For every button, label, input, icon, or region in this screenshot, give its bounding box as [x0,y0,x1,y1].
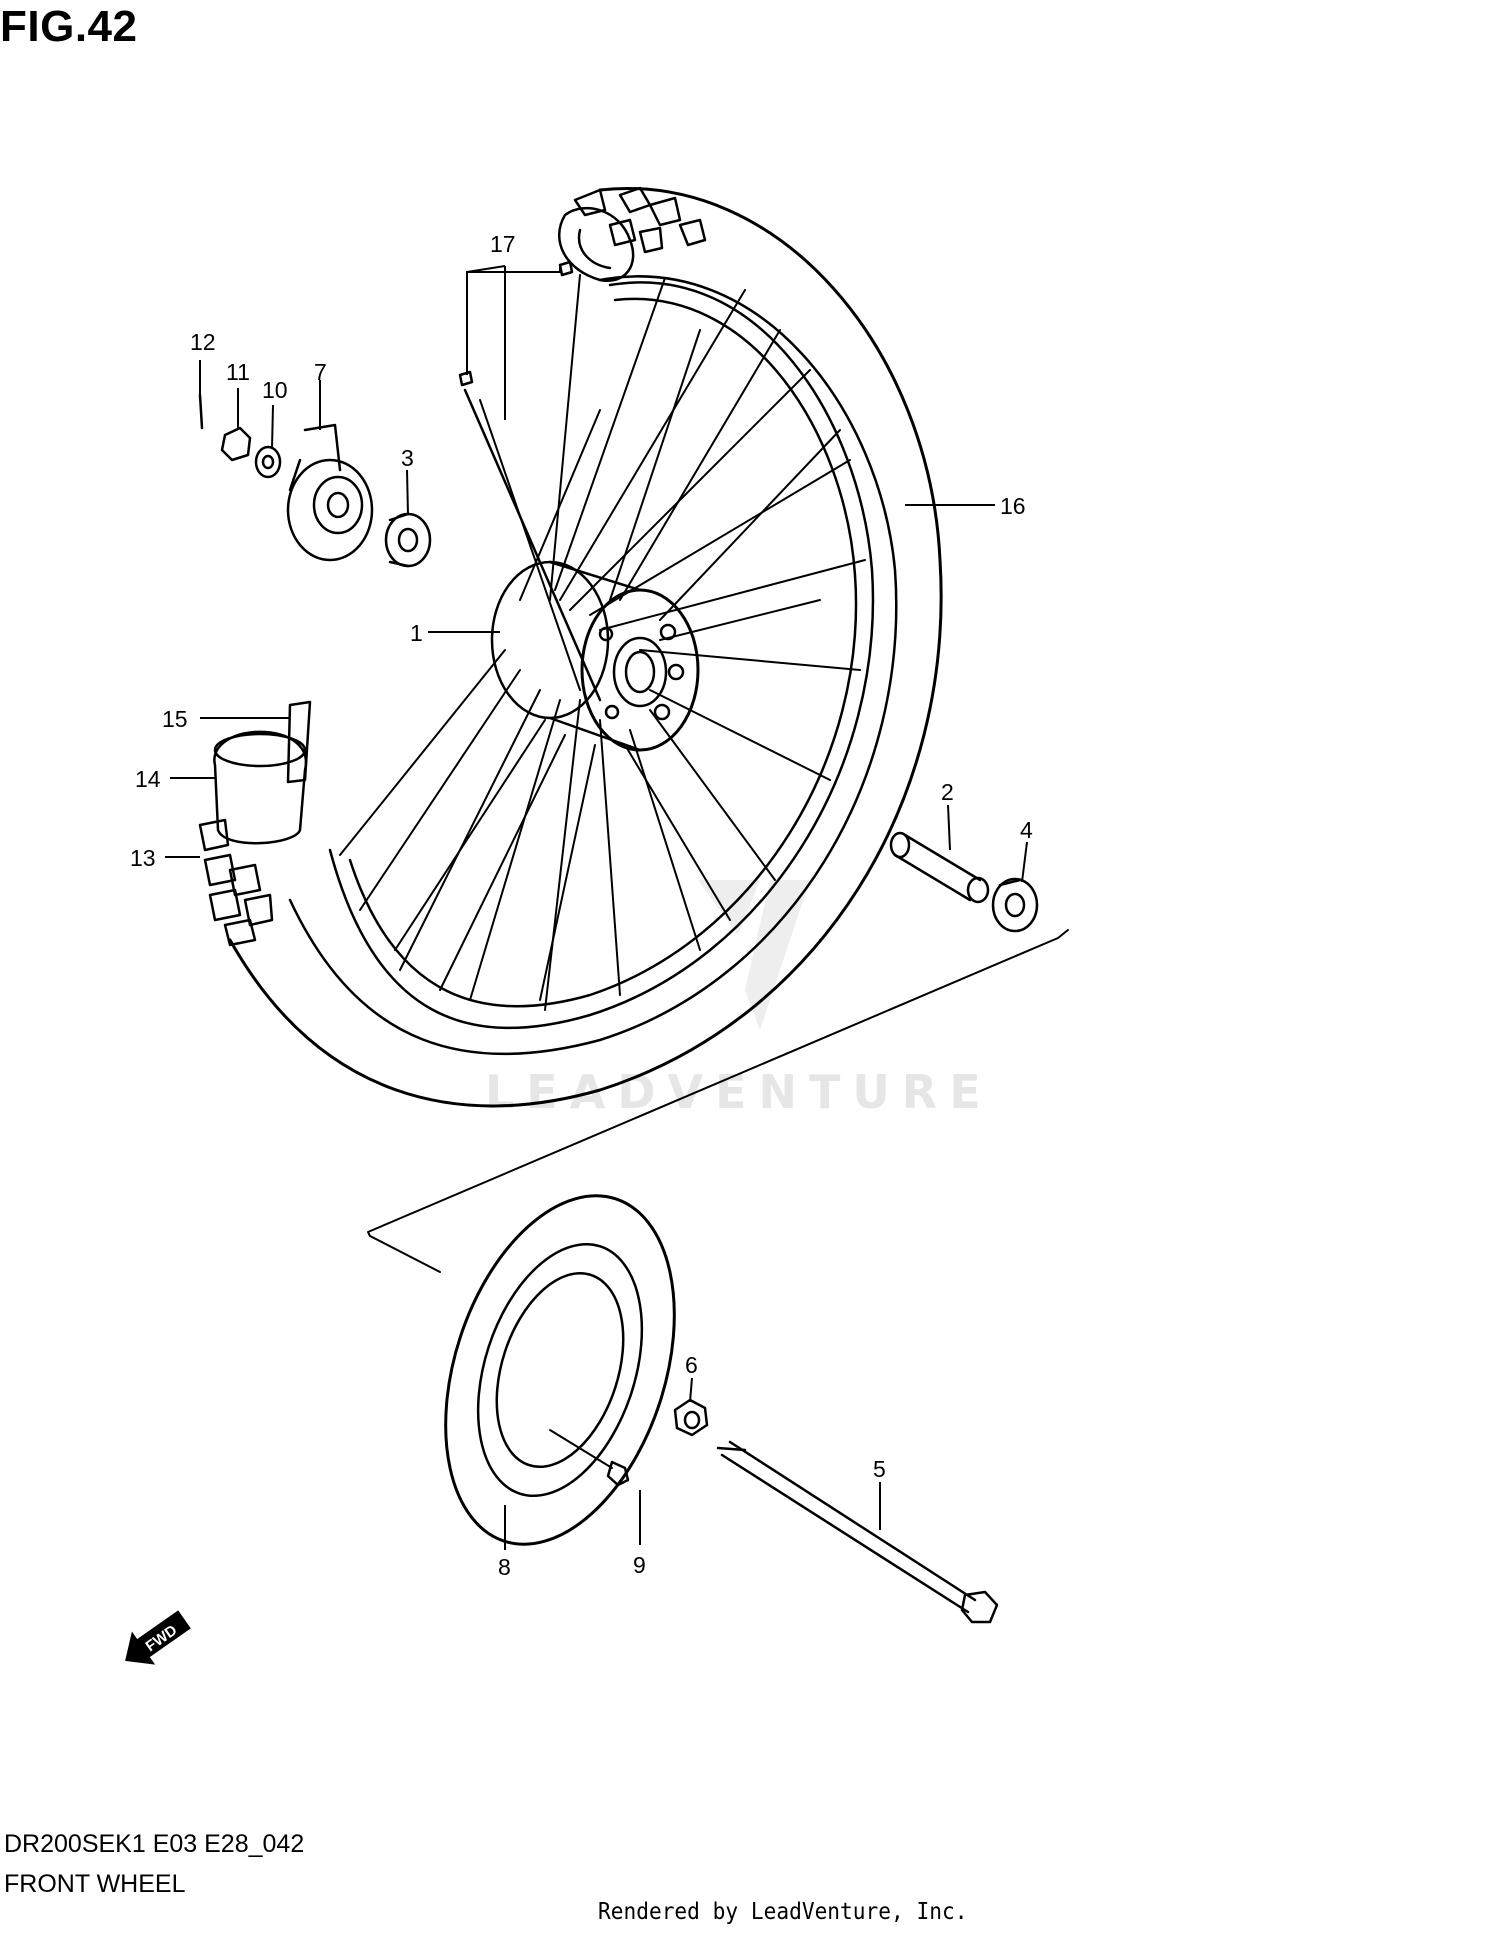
model-code: DR200SEK1 E03 E28_042 [4,1830,305,1858]
section-name: FRONT WHEEL [4,1870,186,1898]
axle [716,1440,999,1624]
tire-outline-inner [288,275,898,1056]
axle-nut [673,1398,709,1437]
leader-2 [947,804,951,851]
speedometer-gearbox [286,423,374,562]
render-credit: Rendered by LeadVenture, Inc. [598,1899,968,1925]
cotter-pin [198,393,204,430]
rim-outline-inner [348,297,858,1008]
tread-blocks-left [198,818,274,947]
callout-6: 6 [685,1352,698,1378]
brake-disc [444,1194,676,1546]
callout-9: 9 [633,1552,646,1578]
spacer [889,831,990,904]
callout-2: 2 [941,779,954,805]
callout-8: 8 [498,1554,511,1580]
spokes [339,274,866,1011]
tube-cutaway [213,730,308,845]
bearing-right [991,877,1039,933]
callout-16: 16 [1000,493,1026,519]
callout-5: 5 [873,1456,886,1482]
watermark-text: LEADVENTURE [485,1065,993,1119]
disc-bolt [606,1460,630,1487]
callout-10: 10 [262,377,288,403]
rim-outline [328,281,875,1030]
callout-13: 13 [130,845,156,871]
leader-3 [406,469,409,516]
callout-15: 15 [162,706,188,732]
callout-12: 12 [190,329,216,355]
callout-17: 17 [490,231,516,257]
callouts: 17 12 11 10 7 3 1 15 14 13 16 2 4 6 5 8 … [130,231,1033,1580]
callout-7: 7 [314,359,327,385]
leader-6 [689,1377,693,1403]
callout-11: 11 [226,359,250,385]
tire-outline [228,187,943,1108]
spoke-loose [458,260,602,702]
bearing-left [384,512,432,568]
leader-lines [165,265,1028,1550]
leader-4 [1021,841,1028,883]
alignment-line [367,929,1069,1273]
callout-1: 1 [410,620,423,646]
rim-band [286,700,312,784]
callout-3: 3 [401,445,414,471]
tread-blocks-top [573,186,707,254]
watermark: LEADVENTURE [485,880,993,1119]
leader-10 [271,404,274,449]
washer [254,445,282,479]
forward-arrow-icon: FWD [125,1610,191,1665]
leader-17 [466,265,506,375]
hub-body [490,560,700,752]
callout-4: 4 [1020,817,1033,843]
tube-cutaway-top [558,206,635,283]
callout-14: 14 [135,766,161,792]
nut [220,426,252,462]
figure-title: FIG.42 [0,2,138,51]
